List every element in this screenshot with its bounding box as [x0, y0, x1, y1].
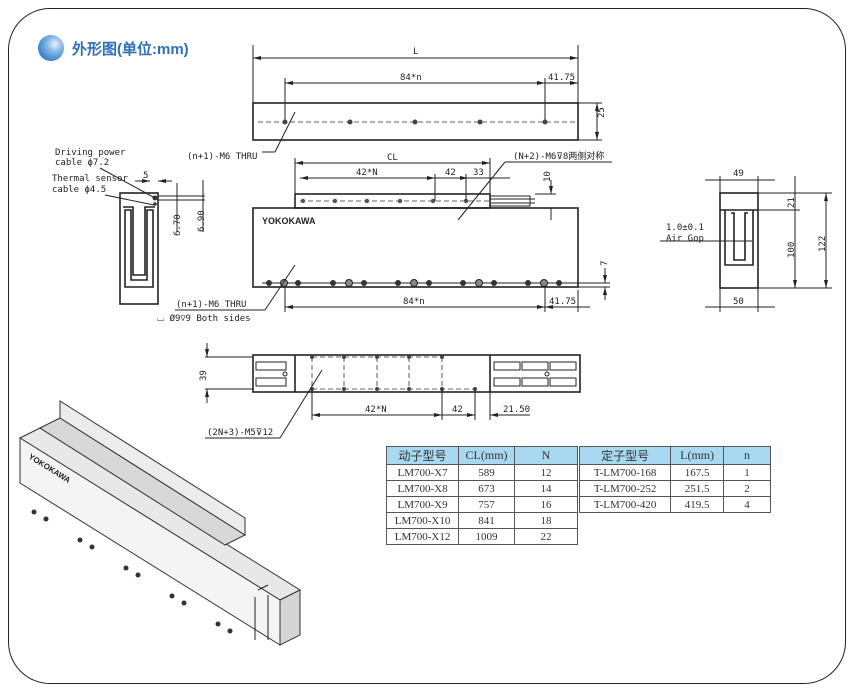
cell: 673 — [458, 480, 515, 497]
bullet-ball-icon — [38, 35, 64, 61]
dim-pitch: 84*n — [400, 73, 422, 83]
cell: 4 — [723, 496, 771, 513]
cell: T-LM700-168 — [578, 464, 672, 481]
air-gap-label: Air Gop — [666, 234, 704, 244]
dim-pitchN: 42*N — [356, 168, 378, 178]
dim-21: 21 — [787, 197, 797, 208]
cell: 757 — [458, 496, 515, 513]
col-header: 动子型号 — [385, 446, 460, 465]
cell: 12 — [514, 464, 578, 481]
brand-logo: YOKOKAWA — [262, 216, 316, 226]
dim-5: 5 — [143, 171, 148, 181]
cell: LM700-X8 — [385, 480, 460, 497]
section-title: 外形图(单位:mm) — [72, 40, 189, 58]
dim-pitch-bottom: 84*n — [403, 297, 425, 307]
dim-end-bottom-view: 21.50 — [503, 405, 530, 415]
holes-label: (2N+3)-M5⊽12 — [207, 428, 273, 438]
top-view: L 84*n 41.75 25 (n+1)-M6 THRU — [187, 45, 607, 162]
thru-label: (n+1)-M6 THRU — [187, 152, 257, 162]
cell: 16 — [514, 496, 578, 513]
section-header: 外形图(单位:mm) — [38, 35, 189, 61]
dim-L: L — [413, 47, 418, 57]
end-view: 1.0±0.1 Air Gop 49 50 21 100 122 — [660, 169, 832, 312]
col-header: n — [723, 446, 771, 465]
cell: T-LM700-252 — [578, 480, 672, 497]
counterbore-label: ⌴ Ø9⊽9 Both sides — [157, 313, 251, 324]
dim-end-bottom: 41.75 — [549, 297, 576, 307]
cell: 841 — [458, 512, 515, 529]
cell: 251.5 — [670, 480, 724, 497]
col-header: N — [514, 446, 578, 465]
dim-33: 33 — [473, 168, 484, 178]
power-cable-label-1: Driving power — [55, 148, 126, 158]
dim-6-70: 6.70 — [173, 214, 183, 236]
slider-holes-label: (N+2)-M6⊽8两侧对称 — [513, 150, 604, 162]
dim-122: 122 — [818, 236, 828, 252]
dim-7: 7 — [600, 261, 610, 266]
cell: 18 — [514, 512, 578, 529]
thru-label-front: (n+1)-M6 THRU — [176, 300, 246, 310]
dim-10: 10 — [543, 171, 553, 182]
cell: 14 — [514, 480, 578, 497]
dim-100: 100 — [787, 242, 797, 258]
col-header: L(mm) — [670, 446, 724, 465]
table-header-row: 动子型号 CL(mm) N — [385, 446, 578, 465]
dim-height: 25 — [597, 107, 607, 118]
cell: 22 — [514, 528, 578, 545]
dim-50: 50 — [733, 297, 744, 307]
col-header: 定子型号 — [578, 446, 672, 465]
cell: 1 — [723, 464, 771, 481]
front-view: CL 42*N 42 33 (N+2)-M6⊽8两侧对称 10 YOKOKAWA… — [157, 150, 612, 324]
cell: 589 — [458, 464, 515, 481]
dim-42: 42 — [445, 168, 456, 178]
dim-6-90: 6.90 — [197, 210, 207, 232]
cell: 1009 — [458, 528, 515, 545]
table-header-row: 定子型号 L(mm) n — [578, 446, 771, 465]
cell: T-LM700-420 — [578, 496, 672, 513]
dim-42-bottom: 42 — [452, 405, 463, 415]
power-cable-label-2: cable ϕ7.2 — [55, 158, 109, 168]
dim-CL: CL — [387, 153, 398, 163]
dim-39: 39 — [199, 370, 209, 381]
dim-49: 49 — [733, 169, 744, 179]
side-view: Driving power cable ϕ7.2 Thermal sensor … — [52, 148, 207, 305]
isometric-view: YOKOKAWA — [18, 400, 302, 646]
sensor-cable-label-1: Thermal sensor — [52, 174, 128, 184]
bottom-view: 39 42*N 42 21.50 (2N+3)-M5⊽12 — [199, 343, 581, 439]
cell: LM700-X12 — [385, 528, 460, 545]
sensor-cable-label-2: cable ϕ4.5 — [52, 185, 106, 195]
dim-end: 41.75 — [548, 73, 575, 83]
col-header: CL(mm) — [458, 446, 515, 465]
cell: LM700-X9 — [385, 496, 460, 513]
cell: 419.5 — [670, 496, 724, 513]
dim-pitchN-bottom: 42*N — [365, 405, 387, 415]
cell: LM700-X10 — [385, 512, 460, 529]
cell: LM700-X7 — [385, 464, 460, 481]
cell: 2 — [723, 480, 771, 497]
air-gap-value: 1.0±0.1 — [666, 223, 704, 233]
page-frame — [8, 8, 846, 684]
cell: 167.5 — [670, 464, 724, 481]
